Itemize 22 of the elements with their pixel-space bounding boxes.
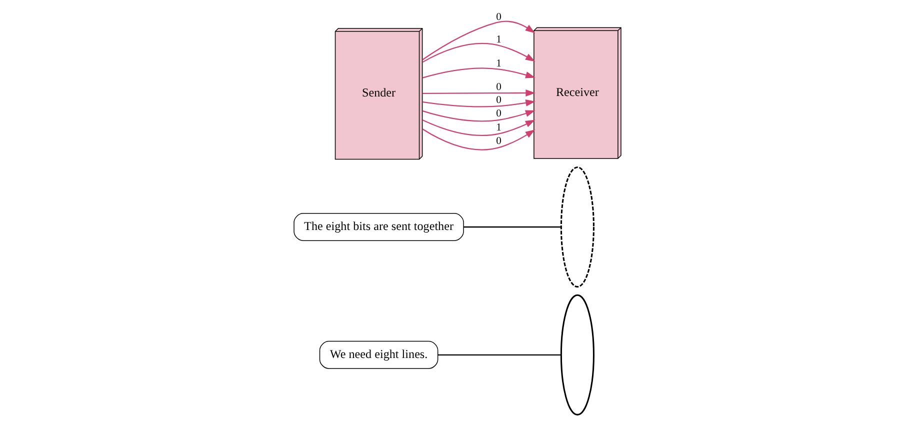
- arrow: [422, 68, 535, 78]
- node-ellipse: [560, 294, 594, 416]
- edge-label: 1: [496, 34, 501, 46]
- arrow: [422, 119, 535, 136]
- edge-label: 0: [496, 108, 501, 120]
- connector: [463, 226, 560, 228]
- arrow: [422, 110, 535, 122]
- connector: [437, 354, 561, 356]
- edge-label: 0: [496, 136, 501, 147]
- edge-label: 1: [496, 122, 501, 134]
- arrow: [422, 43, 535, 63]
- arrow: [422, 90, 536, 96]
- node-ellipse: [560, 166, 594, 288]
- node-box: We need eight lines.: [318, 340, 438, 369]
- node-box: The eight bits are sent together: [293, 213, 464, 241]
- arrow: [422, 100, 536, 108]
- edge-label: 1: [496, 58, 501, 70]
- arrow: [422, 128, 535, 150]
- edge-label: 0: [496, 82, 501, 94]
- edge-label: 0: [496, 12, 501, 23]
- arrow: [422, 20, 535, 60]
- edge-label: 0: [496, 95, 501, 106]
